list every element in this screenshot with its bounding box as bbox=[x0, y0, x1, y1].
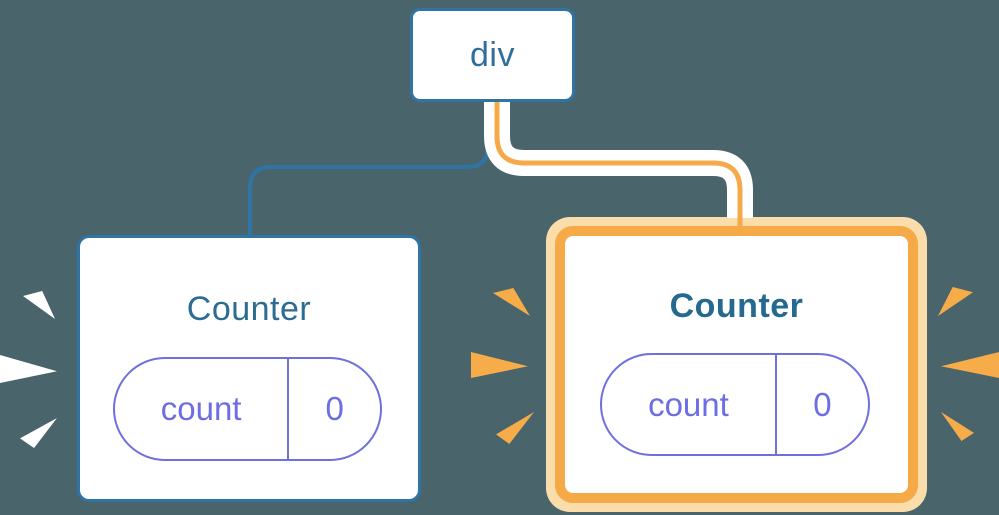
connector-blue-to-left-child bbox=[248, 104, 490, 238]
state-pill: count 0 bbox=[113, 357, 382, 461]
burst-ray-icon bbox=[20, 418, 57, 448]
burst-ray-icon bbox=[941, 412, 974, 441]
connector-orange-to-right-child bbox=[494, 101, 743, 235]
burst-ray-icon bbox=[941, 352, 999, 378]
component-title: Counter bbox=[669, 287, 804, 325]
state-key-label: count bbox=[115, 359, 290, 459]
burst-ray-icon bbox=[938, 287, 973, 316]
burst-ray-icon bbox=[493, 288, 530, 316]
state-value-label: 0 bbox=[325, 390, 344, 427]
state-key-label: count bbox=[602, 355, 777, 454]
burst-ray-icon bbox=[23, 291, 55, 319]
burst-ray-icon bbox=[496, 412, 534, 444]
connector-white-casing bbox=[484, 101, 753, 218]
state-pill: count 0 bbox=[600, 353, 870, 456]
root-div-node: div bbox=[410, 8, 575, 102]
counter-card-right-highlighted: Counter count 0 bbox=[546, 217, 927, 512]
component-title: Counter bbox=[186, 290, 312, 328]
burst-ray-icon bbox=[0, 355, 57, 383]
state-value-label: 0 bbox=[813, 385, 832, 423]
counter-card-left: Counter count 0 bbox=[77, 235, 421, 502]
root-node-label: div bbox=[470, 35, 515, 74]
burst-ray-icon bbox=[471, 352, 528, 378]
